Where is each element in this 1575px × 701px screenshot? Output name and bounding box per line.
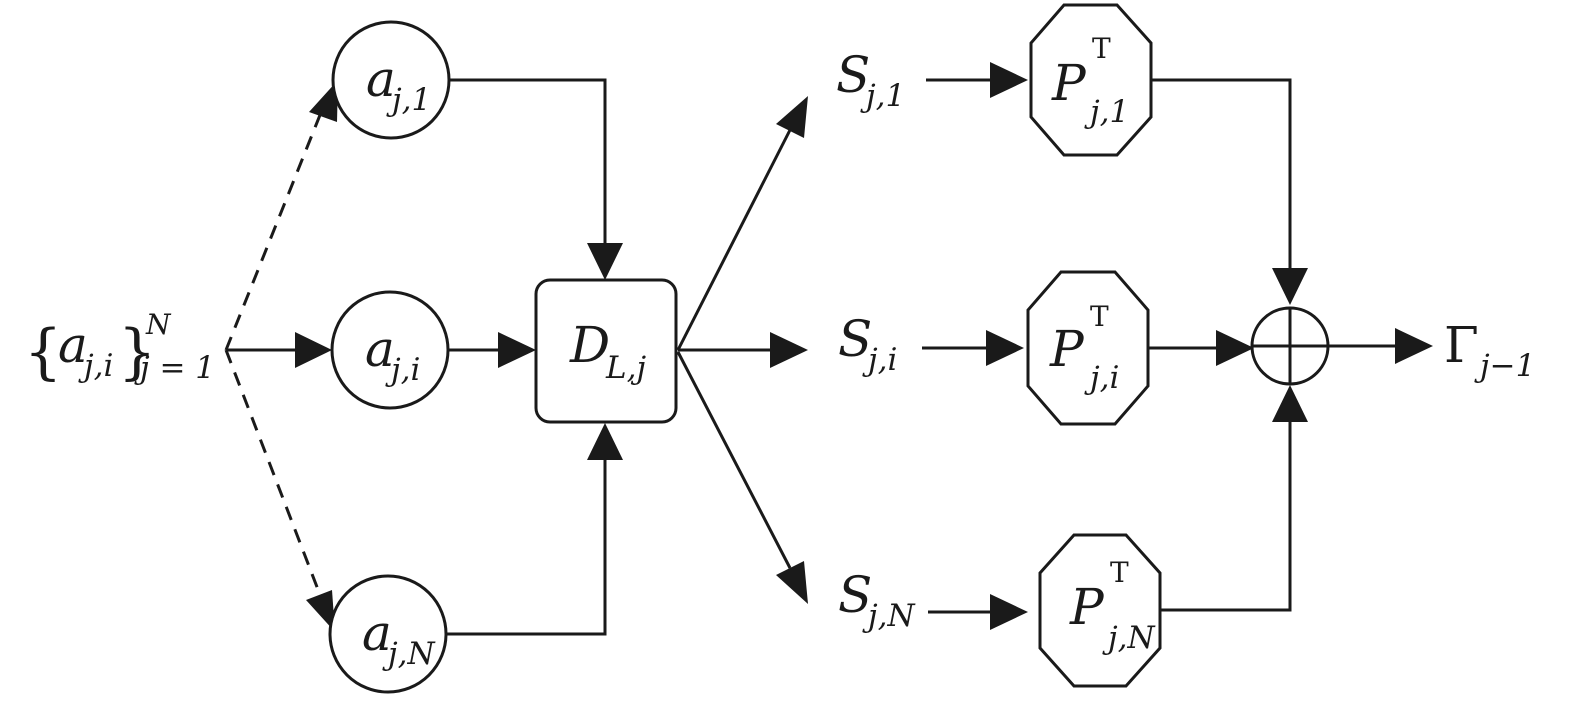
P-jN-sup: T [1110,556,1129,589]
arrowhead-Si-Pi [986,330,1024,366]
P-ji-sub: j,i [1084,360,1119,396]
arrowhead-a1-D [587,243,623,280]
S-jN-sub: j,N [862,598,916,634]
label-S-j1: S j,1 [836,46,905,114]
D-sub: L,j [605,350,646,386]
arrowhead-Pi-sum [1216,330,1254,366]
brace-close: } [118,317,156,387]
arrowhead-ai-D [498,332,536,368]
a-ji-base: a [365,320,395,378]
node-P-jN: P T j,N [1038,533,1162,688]
edge-P1-sum [1151,78,1292,268]
S-ji-base: S [838,310,872,368]
a-ji-sub: j,i [385,352,420,388]
label-S-jN: S j,N [838,566,916,634]
arrowhead-D-Si [770,332,808,368]
arrowhead-aN [306,590,335,632]
input-symbol: a [58,316,88,374]
edge-input-aN [224,349,324,601]
block-D: D L,j [534,278,678,424]
P-jN-sub: j,N [1102,620,1156,656]
brace-open: { [24,317,62,387]
arrowhead-D-S1 [776,96,808,138]
edge-a1-D [449,78,607,243]
arrowhead-SN-PN [990,594,1028,630]
arrowhead-PN-sum [1272,385,1308,422]
arrowhead-P1-sum [1272,268,1308,305]
P-jN-base: P [1069,578,1105,636]
label-input-set: { a j,i } N j = 1 [24,308,215,387]
P-ji-sup: T [1090,300,1109,333]
edge-D-SN [676,351,792,569]
Gamma-sub: j−1 [1474,348,1535,384]
arrowhead-output [1395,328,1433,364]
arrowhead-a1 [309,80,338,122]
P-j1-base: P [1051,54,1087,112]
input-lower: j = 1 [134,350,215,386]
summation-node [1250,306,1330,386]
Gamma-base: Γ [1444,316,1479,374]
P-ji-base: P [1049,320,1085,378]
S-ji-sub: j,i [862,342,897,378]
edge-PN-sum [1160,422,1292,612]
label-output: Γ j−1 [1444,316,1535,384]
node-P-ji: P T j,i [1026,270,1150,426]
node-a-j1: a j,1 [331,20,451,140]
arrowhead-S1-P1 [990,62,1028,98]
arrowhead-ai [295,332,332,368]
edge-aN-D [446,460,607,636]
edge-D-S1 [676,129,792,351]
arrowhead-D-SN [776,561,808,604]
arrowhead-aN-D [587,423,623,460]
a-j1-base: a [366,50,396,108]
node-P-j1: P T j,1 [1029,3,1153,157]
edge-input-a1 [224,109,324,351]
D-base: D [569,316,610,374]
input-subscript: j,i [78,348,113,384]
input-upper: N [145,308,172,341]
node-a-ji: a j,i [330,290,450,410]
label-S-ji: S j,i [838,310,897,378]
a-jN-sub: j,N [382,636,436,672]
S-jN-base: S [838,566,872,624]
a-jN-base: a [362,604,392,662]
a-j1-sub: j,1 [386,82,431,118]
P-j1-sup: T [1092,32,1111,65]
P-j1-sub: j,1 [1084,94,1129,130]
S-j1-sub: j,1 [860,78,905,114]
S-j1-base: S [836,46,870,104]
node-a-jN: a j,N [328,574,448,694]
